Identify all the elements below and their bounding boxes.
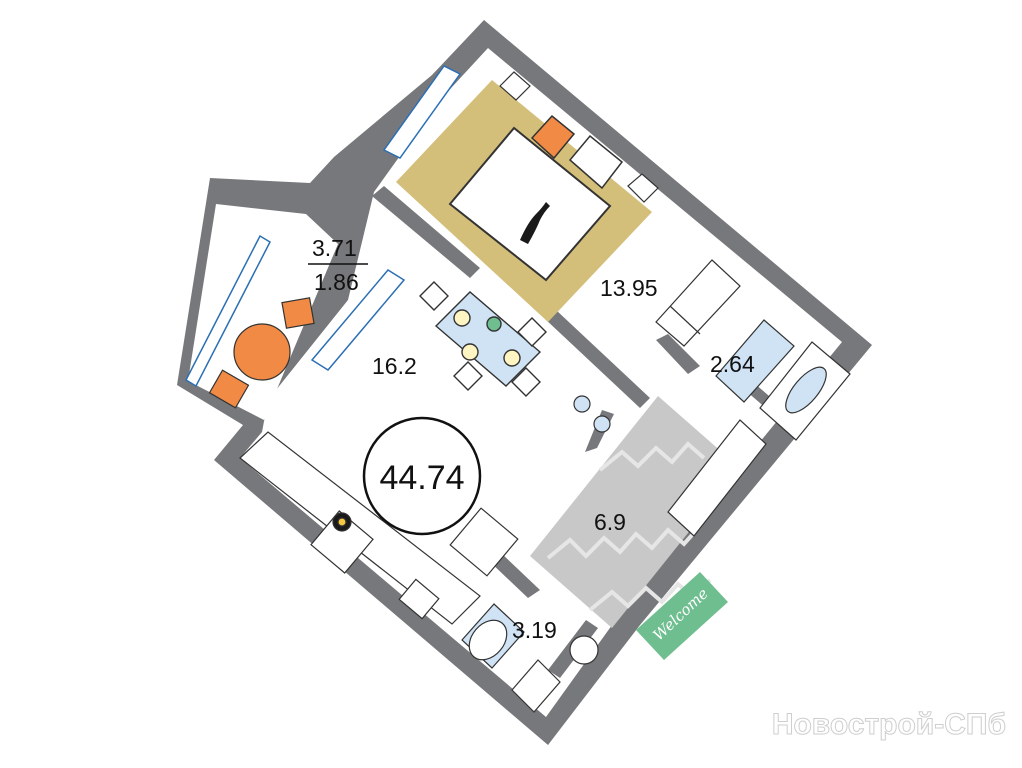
egg-yolk-icon: [337, 517, 347, 527]
wardrobe-body: [655, 259, 741, 347]
kitchen-unit: [239, 431, 519, 625]
balcony-furniture: [208, 297, 315, 409]
bed: [448, 126, 612, 282]
wall-bedroom-hall: [544, 310, 650, 408]
plate-3: [503, 349, 521, 367]
toilet-bowl: [468, 619, 508, 661]
wall-bath-left: [656, 334, 700, 374]
hallway-pattern-3: [598, 441, 706, 472]
bedroom-furniture: [396, 71, 659, 322]
pillow-orange: [530, 114, 576, 160]
plate-1: [453, 309, 471, 327]
kitchen-area-label: 16.2: [372, 353, 417, 379]
wc-fixtures: [461, 603, 599, 713]
bathroom-fixtures: [715, 319, 851, 441]
pillow-white: [568, 134, 624, 190]
dining-chair-4: [517, 317, 547, 347]
kitchen-window: [310, 269, 406, 371]
bathroom-area-label: 2.64: [710, 351, 755, 377]
washing-machine-dial-2: [593, 415, 611, 433]
cat-icon: [520, 202, 550, 244]
dining-chair-3: [511, 367, 541, 397]
plate-2: [461, 343, 479, 361]
balcony-window: [185, 234, 271, 388]
living-decor: [573, 395, 611, 433]
bedroom-wardrobe: [655, 259, 741, 347]
fridge: [449, 507, 519, 577]
total-area-label: 44.74: [379, 459, 464, 497]
balcony-area-label: 3.71: [312, 235, 357, 261]
balcony-floor: [188, 204, 338, 420]
washing-machine-dial-1: [573, 395, 591, 413]
nightstand-left: [499, 71, 531, 101]
balcony-table: [233, 323, 291, 381]
plant-icon: [486, 316, 502, 332]
wall-bedroom-kitchen: [372, 186, 480, 278]
balcony-reduced-area-label: 1.86: [314, 269, 359, 295]
wardrobe-divider: [669, 305, 701, 335]
hallway-wardrobe: [667, 419, 767, 537]
stove: [310, 510, 374, 574]
bath-sink-area: [715, 319, 795, 403]
wc-area-label: 3.19: [512, 617, 557, 643]
wall-balcony-divider: [340, 190, 372, 206]
bedroom-area-label: 13.95: [600, 275, 658, 301]
dining-set: [419, 281, 547, 397]
dining-chair-1: [419, 281, 449, 311]
doormat-shape: [636, 572, 728, 660]
balcony-chair-2: [208, 369, 250, 409]
hallway-pattern: [546, 524, 702, 560]
balcony-chair-1: [281, 297, 315, 329]
nightstand-right: [627, 173, 659, 203]
wall-wc-top: [488, 552, 540, 598]
dining-chair-2: [453, 361, 483, 391]
wc-sink: [569, 635, 599, 665]
windows: [185, 65, 462, 388]
hallway-area-label: 6.9: [594, 509, 626, 535]
bedroom-window: [382, 65, 462, 159]
watermark: Новострой-СПб: [772, 708, 1006, 741]
hallway-floor: [530, 396, 740, 628]
total-area-circle: [362, 416, 482, 536]
bathtub-inner: [785, 366, 827, 414]
sink: [398, 578, 440, 620]
towel-radiator: [511, 659, 561, 713]
